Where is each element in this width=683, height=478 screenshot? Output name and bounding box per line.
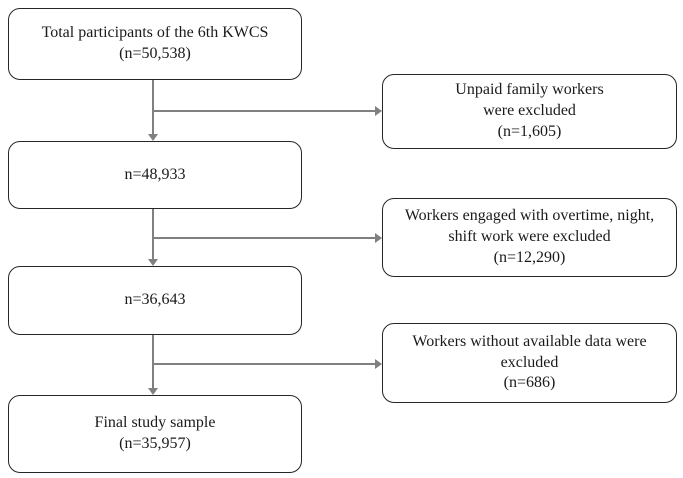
arrowhead-down-1-icon [148,134,158,141]
box-text-line: Workers engaged with overtime, night, [404,207,655,225]
box-text-line: Workers without available data were [412,332,647,350]
box-text-line: Total participants of the 6th KWCS [41,24,269,42]
arrowhead-right-2-icon [375,233,382,243]
box-n-36643: n=36,643 [8,266,302,335]
connector-right-1 [153,110,375,112]
box-text-line: shift work were excluded [448,228,611,246]
box-text-line: n=48,933 [124,165,186,183]
box-text-line: (n=50,538) [119,45,191,62]
arrowhead-right-3-icon [375,359,382,369]
box-text-line: were excluded [483,102,576,120]
connector-down-3 [152,335,154,388]
box-text-line: Final study sample [94,414,216,432]
box-text-line: (n=1,605) [497,122,562,140]
box-excluded-unpaid-family-workers: Unpaid family workers were excluded (n=1… [382,74,677,149]
arrowhead-down-2-icon [148,259,158,266]
arrowhead-down-3-icon [148,388,158,395]
box-text-line: n=36,643 [124,291,186,309]
box-text-line: (n=12,290) [493,248,566,266]
arrowhead-right-1-icon [375,106,382,116]
connector-down-2 [152,209,154,259]
box-text-line: Unpaid family workers [455,81,604,99]
box-final-study-sample: Final study sample (n=35,957) [8,395,302,473]
box-excluded-overtime-night-shift: Workers engaged with overtime, night, sh… [382,198,677,277]
connector-right-3 [153,363,375,365]
box-n-48933: n=48,933 [8,141,302,209]
box-text-line: (n=686) [503,374,556,392]
box-text-line: (n=35,957) [119,435,191,452]
connector-down-1 [152,80,154,134]
box-text-line: excluded [500,353,559,371]
box-total-participants: Total participants of the 6th KWCS (n=50… [8,8,302,80]
box-excluded-no-available-data: Workers without available data were excl… [382,323,677,403]
connector-right-2 [153,237,375,239]
